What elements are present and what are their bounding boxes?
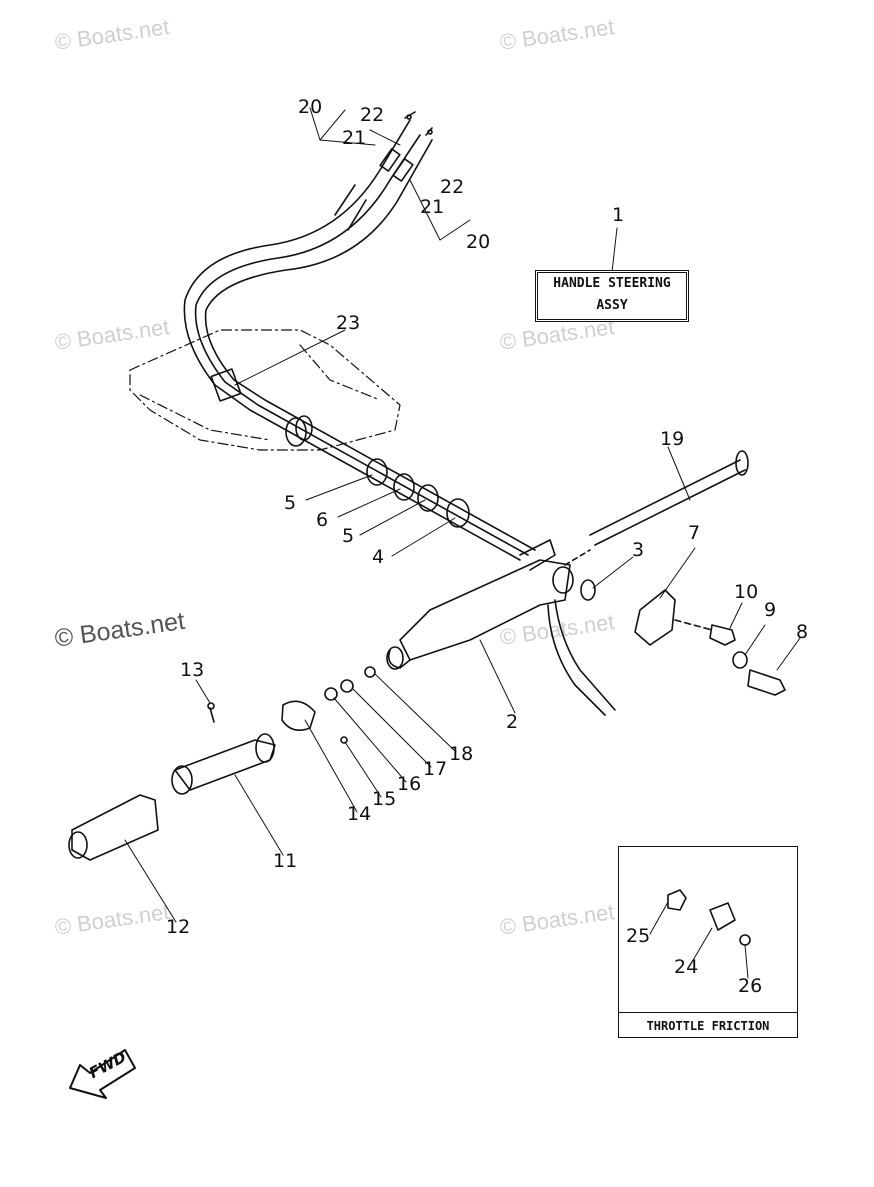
- callout-18: 18: [449, 743, 474, 765]
- callout-1: 1: [612, 204, 625, 226]
- callout-2: 2: [506, 711, 519, 733]
- throttle-friction-inset: THROTTLE FRICTION: [618, 846, 798, 1038]
- control-cables: [183, 111, 536, 561]
- callout-9: 9: [764, 599, 777, 621]
- callout-22: 22: [360, 104, 385, 126]
- callout-19: 19: [660, 428, 685, 450]
- callout-25: 25: [626, 925, 651, 947]
- callout-5: 5: [342, 525, 355, 547]
- callout-14: 14: [347, 803, 372, 825]
- callout-11: 11: [273, 850, 298, 872]
- inset-label: THROTTLE FRICTION: [646, 1019, 770, 1033]
- callout-13: 13: [180, 659, 205, 681]
- callout-15: 15: [372, 788, 397, 810]
- title-line-1: HANDLE STEERING: [553, 276, 671, 291]
- callout-7: 7: [688, 522, 701, 544]
- washers: [285, 415, 470, 528]
- title-line-2: ASSY: [596, 298, 628, 313]
- pivot-bolt: [564, 450, 749, 566]
- collar: [281, 700, 316, 731]
- throttle-shaft: [171, 733, 276, 795]
- callout-6: 6: [316, 509, 329, 531]
- steering-handle-arm: [386, 539, 574, 670]
- screw: [209, 707, 215, 723]
- callout-24: 24: [674, 956, 699, 978]
- callout-5: 5: [284, 492, 297, 514]
- title-box: HANDLE STEERING ASSY: [535, 270, 689, 322]
- callout-22: 22: [440, 176, 465, 198]
- callout-8: 8: [796, 621, 809, 643]
- plate: [634, 589, 676, 646]
- bolts: [674, 619, 786, 696]
- leader-lines: [124, 107, 801, 979]
- engine-outline: [129, 329, 401, 451]
- callout-21: 21: [342, 127, 367, 149]
- callout-26: 26: [738, 975, 763, 997]
- callout-23: 23: [336, 312, 361, 334]
- throttle-cable: [554, 599, 616, 711]
- callout-10: 10: [734, 581, 759, 603]
- callout-17: 17: [423, 758, 448, 780]
- callout-21: 21: [420, 196, 445, 218]
- grip: [68, 794, 159, 861]
- callout-16: 16: [397, 773, 422, 795]
- fwd-arrow: [69, 1049, 136, 1099]
- callout-20: 20: [298, 96, 323, 118]
- callout-3: 3: [632, 539, 645, 561]
- callout-20: 20: [466, 231, 491, 253]
- washer: [580, 579, 596, 601]
- callout-12: 12: [166, 916, 191, 938]
- cable-clamp: [210, 368, 242, 402]
- small-parts: [324, 666, 376, 701]
- callout-4: 4: [372, 546, 385, 568]
- inset-divider: [619, 1012, 797, 1013]
